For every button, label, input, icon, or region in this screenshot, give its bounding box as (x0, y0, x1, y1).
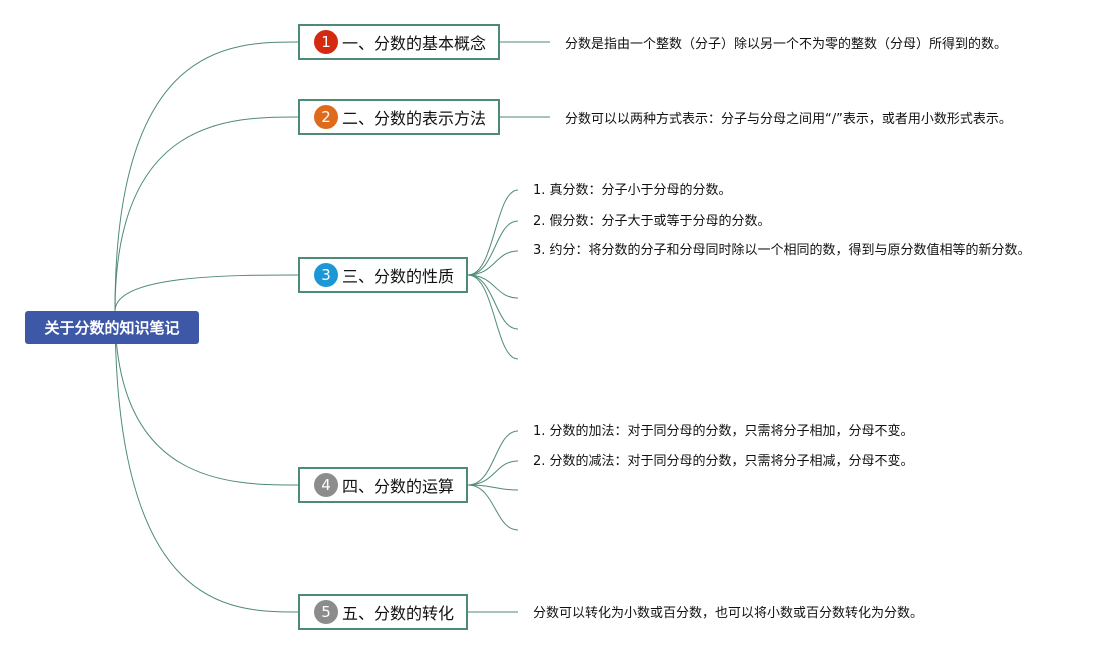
topic-connector (467, 274, 519, 360)
number-badge-4: 4 (314, 473, 338, 497)
root-connector (114, 310, 299, 613)
root-connector (114, 274, 299, 312)
topic-label: 三、分数的性质 (342, 267, 455, 286)
number-badge-2: 2 (314, 105, 338, 129)
topic-connector (467, 274, 519, 330)
root-connector (114, 116, 299, 312)
subtopic-proper-fraction[interactable]: 1. 真分数：分子小于分母的分数。 (533, 183, 732, 198)
topic-label: 四、分数的运算 (342, 477, 455, 496)
topic-properties[interactable]: 3 三、分数的性质 (298, 257, 468, 293)
topic-representation[interactable]: 2 二、分数的表示方法 (298, 99, 500, 135)
topic-label: 二、分数的表示方法 (342, 109, 487, 128)
topic-connector (467, 460, 519, 486)
topic-connector (467, 189, 519, 276)
root-topic[interactable]: 关于分数的知识笔记 (25, 311, 199, 344)
topic-connector (467, 430, 519, 486)
subtopic-improper-fraction[interactable]: 2. 假分数：分子大于或等于分母的分数。 (533, 214, 771, 229)
topic-connector (467, 220, 519, 276)
subtopic-representation[interactable]: 分数可以以两种方式表示：分子与分母之间用“/”表示，或者用小数形式表示。 (565, 112, 1012, 127)
number-badge-5: 5 (314, 600, 338, 624)
root-topic-label: 关于分数的知识笔记 (44, 319, 180, 337)
topic-operations[interactable]: 4 四、分数的运算 (298, 467, 468, 503)
subtopic-reduction[interactable]: 3. 约分：将分数的分子和分母同时除以一个相同的数，得到与原分数值相等的新分数。 (533, 243, 1031, 258)
subtopic-definition[interactable]: 分数是指由一个整数（分子）除以另一个不为零的整数（分母）所得到的数。 (565, 37, 1008, 52)
topic-connector (467, 250, 519, 276)
topic-connector (467, 484, 519, 531)
topic-label: 一、分数的基本概念 (342, 34, 487, 53)
topic-label: 五、分数的转化 (342, 604, 455, 623)
subtopic-subtraction[interactable]: 2. 分数的减法：对于同分母的分数，只需将分子相减，分母不变。 (533, 454, 914, 469)
subtopic-conversion[interactable]: 分数可以转化为小数或百分数，也可以将小数或百分数转化为分数。 (533, 606, 924, 621)
number-badge-1: 1 (314, 30, 338, 54)
topic-connector (467, 484, 519, 491)
subtopic-addition[interactable]: 1. 分数的加法：对于同分母的分数，只需将分子相加，分母不变。 (533, 424, 914, 439)
number-badge-3: 3 (314, 263, 338, 287)
topic-basic-concept[interactable]: 1 一、分数的基本概念 (298, 24, 500, 60)
topic-connector (467, 274, 519, 299)
root-connector (114, 41, 299, 312)
topic-conversion[interactable]: 5 五、分数的转化 (298, 594, 468, 630)
